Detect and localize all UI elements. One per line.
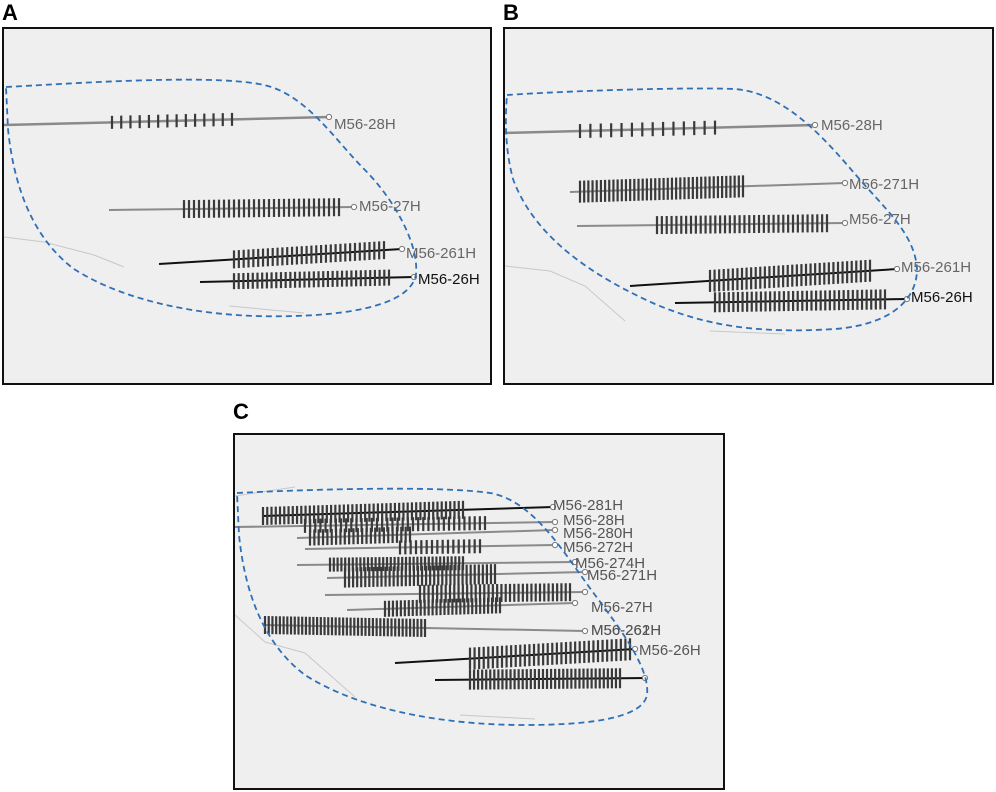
map-panel-b: M56-28H M56-271H M56-27H M56-261H M56-26H	[503, 27, 994, 385]
well-trajectory	[674, 298, 908, 304]
well-toe-marker	[350, 203, 358, 211]
well-trajectory	[505, 123, 816, 135]
well-label: M56-281H	[553, 497, 623, 514]
well-label: M56-271H	[849, 176, 919, 193]
well-toe-marker	[581, 588, 589, 596]
well-label: M56-261H	[406, 245, 476, 262]
well-toe-marker	[325, 113, 333, 121]
map-panel-a: M56-28H M56-27H M56-261H M56-26H	[2, 27, 492, 385]
well-toe-marker	[551, 518, 559, 526]
well-label: M56-272H	[563, 539, 633, 556]
well-trajectory	[108, 206, 355, 211]
well-toe-marker	[811, 121, 819, 129]
faint-outline	[4, 236, 305, 314]
well-toe-marker	[581, 627, 589, 635]
well-label: M56-26H	[639, 642, 701, 659]
well-label: M56-26H	[911, 289, 973, 306]
faint-outline	[505, 265, 786, 335]
well-label: M56-28H	[821, 117, 883, 134]
well-label: M56-261H	[591, 622, 661, 639]
well-map-c: M56-281HM56-28HM56-280HM56-272HM56-274HM…	[235, 486, 701, 726]
well-label: M56-28H	[563, 512, 625, 529]
well-toe-marker	[398, 245, 406, 253]
well-label: M56-27H	[359, 198, 421, 215]
well-trajectory	[158, 248, 403, 265]
well-toe-marker	[893, 265, 901, 273]
well-label: M56-271H	[587, 567, 657, 584]
well-label: M56-280H	[563, 525, 633, 542]
well-trajectory	[304, 544, 556, 550]
well-label: M56-261H	[901, 259, 971, 276]
panel-letter-c: C	[233, 399, 249, 424]
panel-letter-b: B	[503, 0, 519, 25]
well-label: M56-262H	[591, 622, 661, 639]
well-label: M56-28H	[334, 116, 396, 133]
panel-letter-a: A	[2, 0, 18, 25]
well-toe-marker	[551, 541, 559, 549]
well-label: M56-274H	[575, 555, 645, 572]
well-trajectory	[569, 182, 846, 193]
well-toe-marker	[551, 526, 559, 534]
well-toe-marker	[549, 503, 557, 511]
well-label: M56-26H	[418, 271, 480, 288]
faint-outline	[235, 486, 536, 720]
well-label: M56-27H	[849, 211, 911, 228]
well-toe-marker	[581, 568, 589, 576]
boundary-dashed-outline	[5, 78, 418, 318]
well-toe-marker	[571, 599, 579, 607]
well-map-a: M56-28H M56-27H M56-261H M56-26H	[4, 78, 480, 318]
well-toe-marker	[841, 179, 849, 187]
boundary-dashed-outline	[505, 87, 918, 332]
well-trajectory	[235, 521, 556, 528]
well-trajectory	[199, 276, 415, 283]
well-toe-marker	[841, 219, 849, 227]
well-map-b: M56-28H M56-271H M56-27H M56-261H M56-26H	[505, 87, 973, 335]
